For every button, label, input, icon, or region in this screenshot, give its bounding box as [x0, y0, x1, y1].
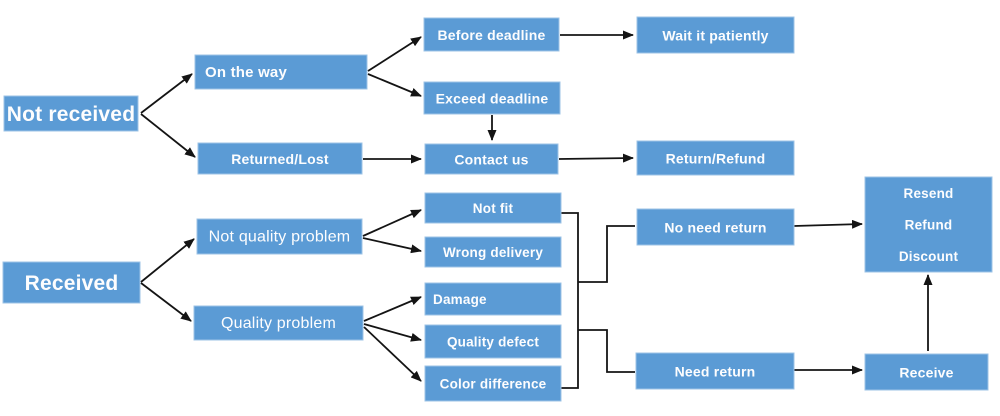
arrow-not-quality-to-wrong-delivery — [362, 237, 422, 254]
arrow-contact-us-to-return-refund — [558, 153, 634, 163]
arrow-not-received-to-on-the-way — [140, 73, 193, 114]
arrow-quality-to-damage — [363, 296, 422, 322]
node-label: Wrong delivery — [443, 245, 543, 260]
node-box — [423, 17, 560, 52]
node-label: Before deadline — [437, 27, 545, 43]
node-label: Contact us — [454, 152, 528, 168]
node-box — [424, 143, 559, 175]
node-label: Receive — [899, 365, 953, 381]
arrow-received-to-quality-problem — [140, 282, 192, 322]
node-box — [424, 236, 562, 268]
node-box — [424, 282, 562, 316]
arrow-on-the-way-to-before-deadline — [367, 36, 422, 72]
node-box — [197, 142, 363, 175]
node-box — [424, 192, 562, 224]
node-box — [424, 324, 562, 359]
node-label: Color difference — [440, 377, 547, 392]
edges-layer — [140, 30, 933, 389]
node-label: Refund — [905, 218, 953, 233]
arrow-no-need-return-to-resend — [793, 219, 863, 229]
node-label: Not fit — [473, 201, 514, 216]
node-label: Return/Refund — [666, 151, 766, 167]
arrow-received-to-not-quality-problem — [140, 238, 195, 283]
node-contact-us: Contact us — [424, 143, 559, 175]
node-label: Not received — [7, 103, 135, 126]
node-before-deadline: Before deadline — [423, 17, 560, 52]
node-box — [194, 54, 368, 90]
node-label: Wait it patiently — [662, 28, 768, 44]
node-label: Resend — [904, 186, 954, 201]
node-not-received: Not received — [3, 95, 139, 132]
node-received: Received — [2, 261, 141, 304]
node-not-fit: Not fit — [424, 192, 562, 224]
node-exceed-deadline: Exceed deadline — [423, 81, 561, 115]
node-label: Damage — [433, 292, 487, 307]
node-box — [636, 208, 795, 246]
node-label: Not quality problem — [209, 229, 351, 246]
node-not-quality-problem: Not quality problem — [196, 218, 363, 255]
node-return-refund: Return/Refund — [636, 140, 795, 176]
arrow-not-received-to-returned-lost — [140, 113, 196, 158]
node-box — [864, 353, 989, 391]
node-color-difference: Color difference — [424, 365, 562, 402]
arrow-quality-to-quality-defect — [363, 323, 422, 342]
node-label: Exceed deadline — [436, 91, 549, 107]
node-quality-problem: Quality problem — [193, 305, 364, 341]
node-quality-defect: Quality defect — [424, 324, 562, 359]
node-box — [424, 365, 562, 402]
node-on-the-way: On the way — [194, 54, 368, 90]
node-box — [3, 95, 139, 132]
node-label: Quality problem — [221, 315, 336, 332]
node-box — [196, 218, 363, 255]
node-box — [423, 81, 561, 115]
node-damage: Damage — [424, 282, 562, 316]
node-wrong-delivery: Wrong delivery — [424, 236, 562, 268]
node-returned-lost: Returned/Lost — [197, 142, 363, 175]
node-box — [636, 16, 795, 54]
node-label: Need return — [675, 364, 756, 380]
arrow-on-the-way-to-exceed-deadline — [367, 73, 422, 97]
connector-issues-backbone — [561, 212, 579, 389]
node-no-need-return: No need return — [636, 208, 795, 246]
node-label: No need return — [664, 220, 766, 236]
node-box — [193, 305, 364, 341]
node-label: Returned/Lost — [231, 151, 329, 167]
node-label: On the way — [205, 64, 287, 81]
arrow-not-quality-to-not-fit — [362, 209, 422, 237]
node-box — [635, 352, 795, 390]
node-box — [864, 176, 993, 273]
node-need-return: Need return — [635, 352, 795, 390]
node-box — [636, 140, 795, 176]
node-label: Quality defect — [447, 335, 539, 350]
arrow-quality-to-color-difference — [363, 326, 422, 382]
node-label: Received — [25, 272, 119, 295]
connector-branch-need-return — [578, 329, 635, 373]
node-receive: Receive — [864, 353, 989, 391]
connector-branch-no-need-return — [578, 225, 635, 283]
node-box — [2, 261, 141, 304]
node-wait-it-patiently: Wait it patiently — [636, 16, 795, 54]
node-label: Discount — [899, 249, 959, 264]
